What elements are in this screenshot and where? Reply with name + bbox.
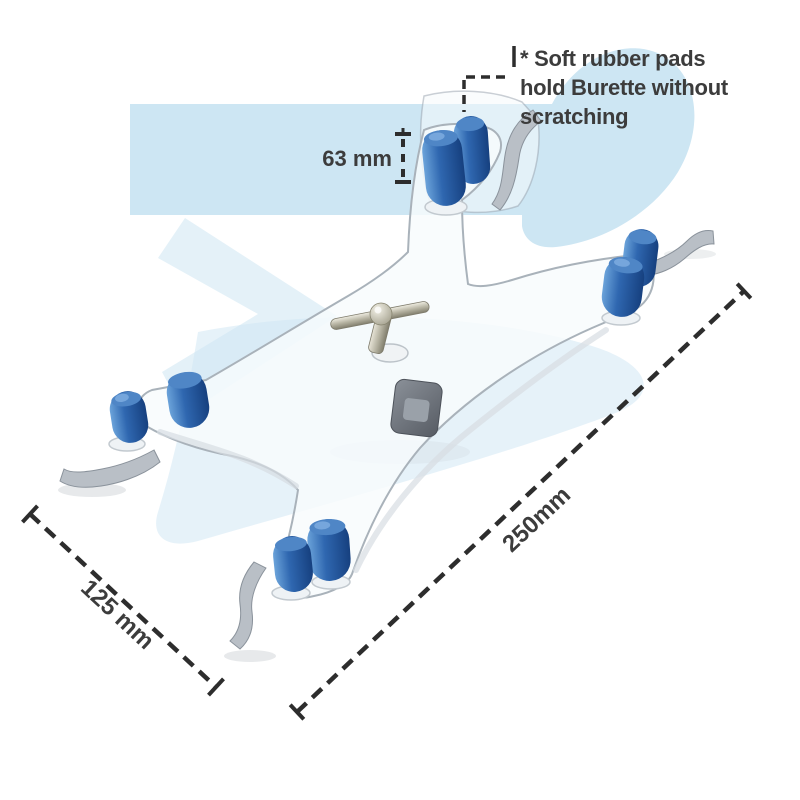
note-line-2: hold Burette without: [520, 75, 728, 100]
plate-shading: [157, 327, 609, 573]
rubber-pad: [307, 518, 351, 581]
rubber-pad: [166, 371, 210, 428]
annotation-lines: [21, 46, 753, 721]
rubber-pad: [422, 130, 466, 206]
note-leader-line: [462, 46, 516, 112]
rubber-pads: [109, 116, 659, 592]
dimension-250mm-line: [288, 282, 753, 721]
rubber-pad: [273, 536, 313, 592]
dimension-label-63mm: 63 mm: [322, 146, 392, 171]
swoosh-hook: [522, 48, 695, 248]
rod-clamp-block: [390, 378, 443, 438]
rubber-pad: [109, 391, 149, 443]
gripper-arm-top: [491, 109, 542, 211]
gripper-arm-left: [59, 449, 161, 488]
note-line-1: * Soft rubber pads: [520, 46, 706, 71]
screw-knob: [369, 302, 393, 326]
dimension-125mm-line: [21, 504, 225, 697]
thumb-screw: [330, 301, 430, 363]
note-line-3: scratching: [520, 104, 629, 129]
gripper-arm-right: [645, 230, 715, 276]
dimension-63mm-bracket: [395, 128, 411, 184]
gripper-arm-bottom: [229, 561, 267, 650]
gripper-arms: [59, 109, 715, 650]
note-soft-rubber-pads: * Soft rubber pads hold Burette without …: [520, 44, 728, 131]
rubber-pad: [601, 256, 645, 317]
